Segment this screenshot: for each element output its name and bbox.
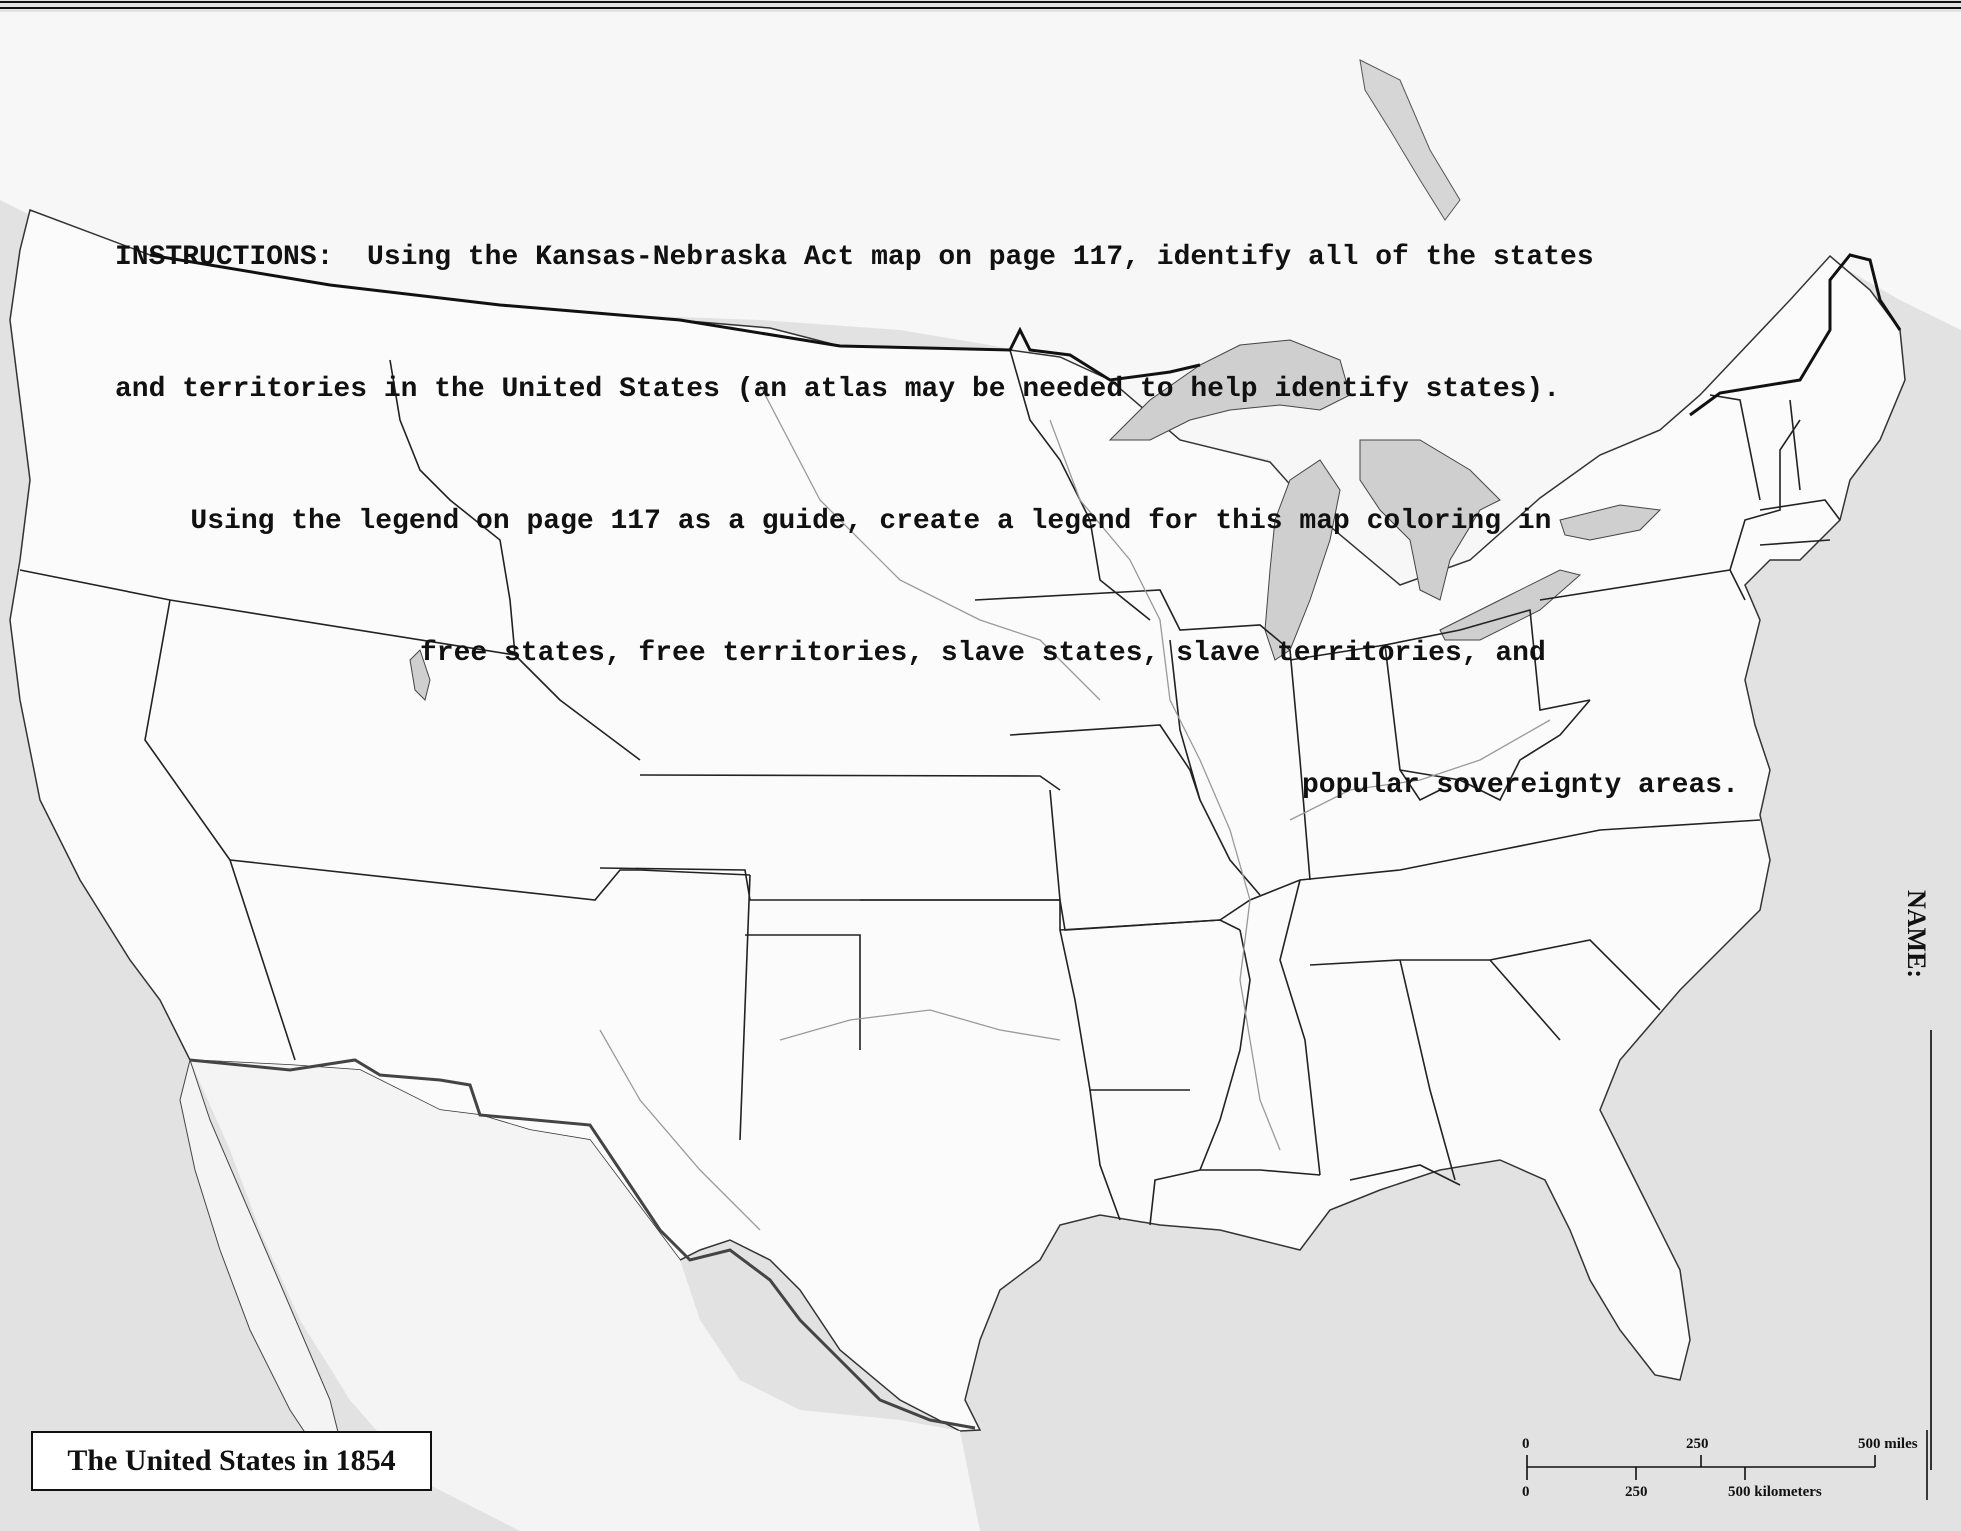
lake-winnipeg [1359,59,1461,221]
instructions-text: INSTRUCTIONS: Using the Kansas-Nebraska … [90,148,1830,852]
instructions-line-1: INSTRUCTIONS: Using the Kansas-Nebraska … [115,242,1594,273]
instructions-line-4: free states, free territories, slave sta… [420,638,1546,669]
instructions-line-2: and territories in the United States (an… [115,374,1561,405]
state-borders [19,349,1841,1226]
mexico-border [189,1058,976,1430]
name-write-line[interactable] [1930,1030,1932,1470]
us-land [9,209,1906,1432]
canada-land [0,12,1961,585]
instructions-line-3: Using the legend on page 117 as a guide,… [140,506,1552,537]
lake-huron [1359,439,1501,601]
lake-erie [1439,569,1582,641]
scale-miles-500: 500 miles [1858,1436,1918,1452]
lake-ontario [1559,504,1662,541]
scale-miles-250: 250 [1686,1436,1709,1452]
scale-km-250: 250 [1625,1484,1648,1500]
canada-border-east [1689,253,1902,417]
scale-bar-graphic [1526,1430,1928,1500]
great-salt-lake [409,649,431,701]
canada-border [149,253,1201,382]
rivers [599,384,1551,1231]
scale-km-0: 0 [1522,1484,1530,1500]
mexico-land [190,1060,980,1531]
instructions-line-5: popular sovereignty areas. [1302,770,1739,801]
scale-km-500: 500 kilometers [1728,1484,1822,1500]
name-label: NAME: [1902,890,1931,979]
map-title: The United States in 1854 [31,1431,432,1491]
map-title-text: The United States in 1854 [67,1444,396,1477]
scale-miles-0: 0 [1522,1436,1530,1452]
